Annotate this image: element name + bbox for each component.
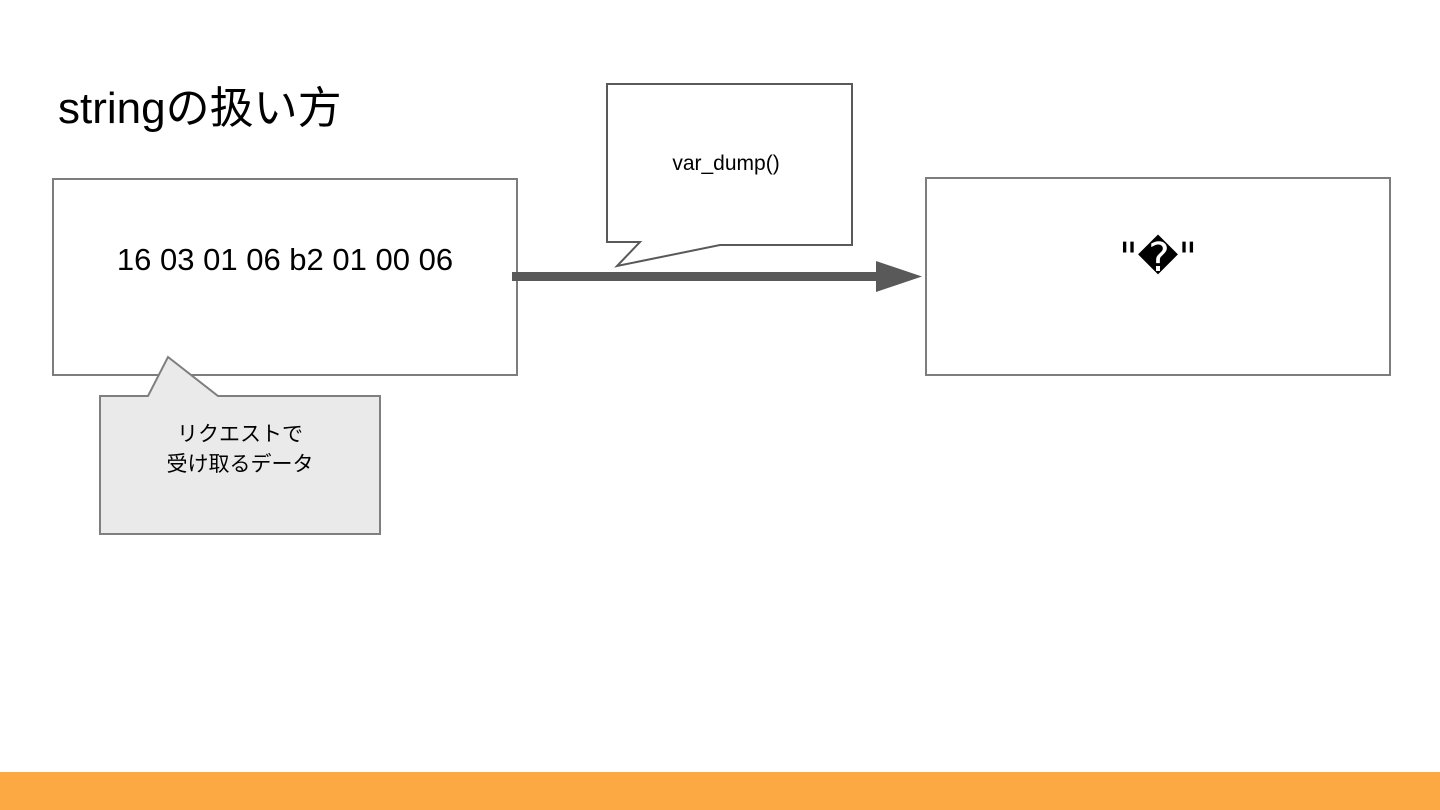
output-data-box: "�": [925, 177, 1391, 376]
input-data-box: 16 03 01 06 b2 01 00 06: [52, 178, 518, 376]
vardump-callout-shape: [606, 83, 853, 268]
input-data-text: 16 03 01 06 b2 01 00 06: [116, 242, 454, 277]
request-callout: リクエストで受け取るデータ: [92, 350, 388, 542]
vardump-callout-label: var_dump(): [672, 152, 780, 175]
bottom-accent-bar: [0, 772, 1440, 810]
page-title: stringの扱い方: [58, 84, 342, 133]
output-data-text: "�": [1119, 235, 1197, 281]
request-callout-label: リクエストで受け取るデータ: [100, 420, 380, 481]
request-callout-line1: リクエストで: [177, 423, 303, 446]
request-callout-shape: [99, 355, 381, 535]
flow-arrow-icon: [512, 261, 922, 292]
vardump-callout: var_dump(): [600, 78, 862, 276]
request-callout-line2: 受け取るデータ: [166, 453, 314, 477]
